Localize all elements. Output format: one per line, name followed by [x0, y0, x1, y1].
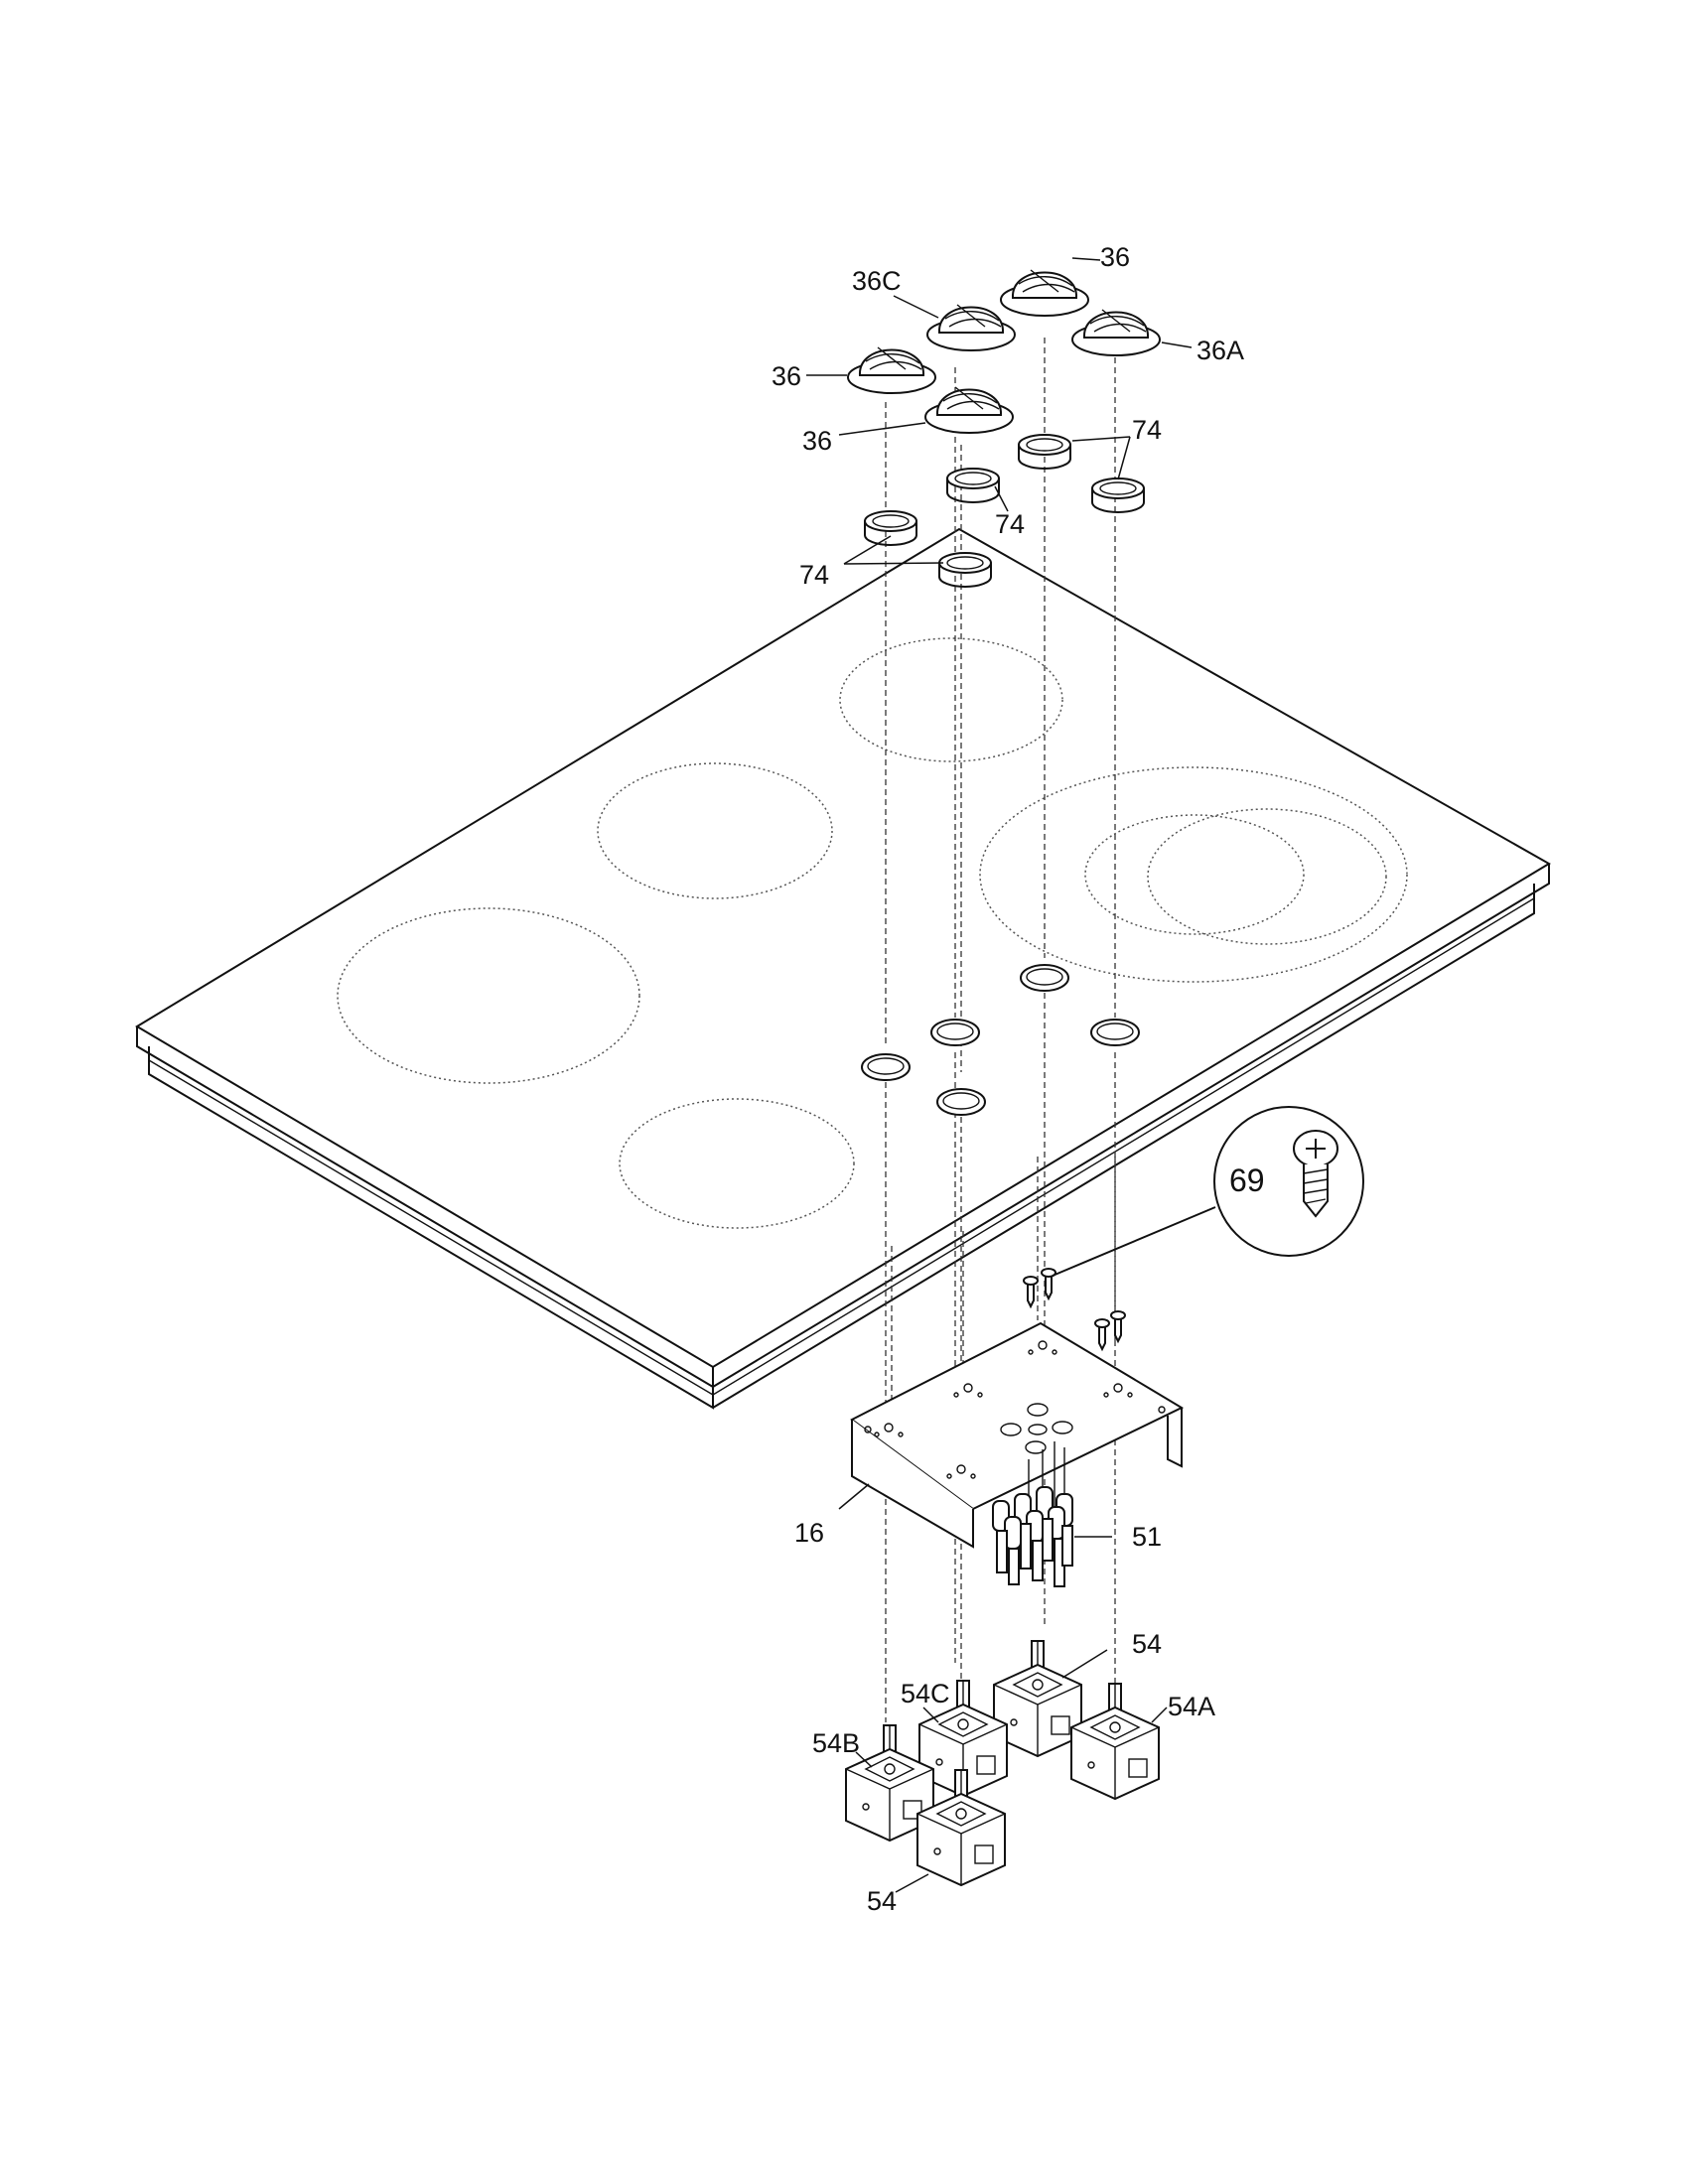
knob-36a-icon — [1071, 309, 1161, 356]
knob-36-left-icon — [847, 346, 936, 394]
callout-labels: 36 36C 36 36A 36 74 74 74 69 16 51 54 54… — [772, 242, 1265, 1916]
label-74-right: 74 — [1132, 415, 1162, 445]
label-36c: 36C — [852, 266, 902, 296]
label-16: 16 — [794, 1518, 824, 1548]
label-69: 69 — [1229, 1162, 1265, 1198]
label-54-right: 54 — [1132, 1629, 1162, 1659]
label-36-top: 36 — [1100, 242, 1130, 272]
label-54c: 54C — [901, 1679, 950, 1708]
leader-lines — [806, 257, 1193, 1893]
cooking-zones — [337, 637, 1408, 1229]
knob-36-front-icon — [924, 386, 1014, 434]
cooktop-surface — [135, 527, 1551, 1410]
label-74-left: 74 — [799, 560, 829, 590]
wire-harness-51-icon — [992, 1441, 1073, 1587]
knob-36-top-icon — [1000, 269, 1089, 317]
label-54b: 54B — [812, 1728, 860, 1758]
label-36-front: 36 — [802, 426, 832, 456]
screw-69-detail — [1052, 1106, 1364, 1277]
knob-36c-icon — [926, 304, 1016, 351]
label-54a: 54A — [1168, 1692, 1215, 1721]
bracket-16-icon — [850, 1321, 1185, 1549]
label-36a: 36A — [1196, 336, 1244, 365]
label-54-front: 54 — [867, 1886, 897, 1916]
label-51: 51 — [1132, 1522, 1162, 1552]
switch-54a-icon — [1070, 1683, 1160, 1800]
label-36-left: 36 — [772, 361, 801, 391]
label-74-mid: 74 — [995, 509, 1025, 539]
